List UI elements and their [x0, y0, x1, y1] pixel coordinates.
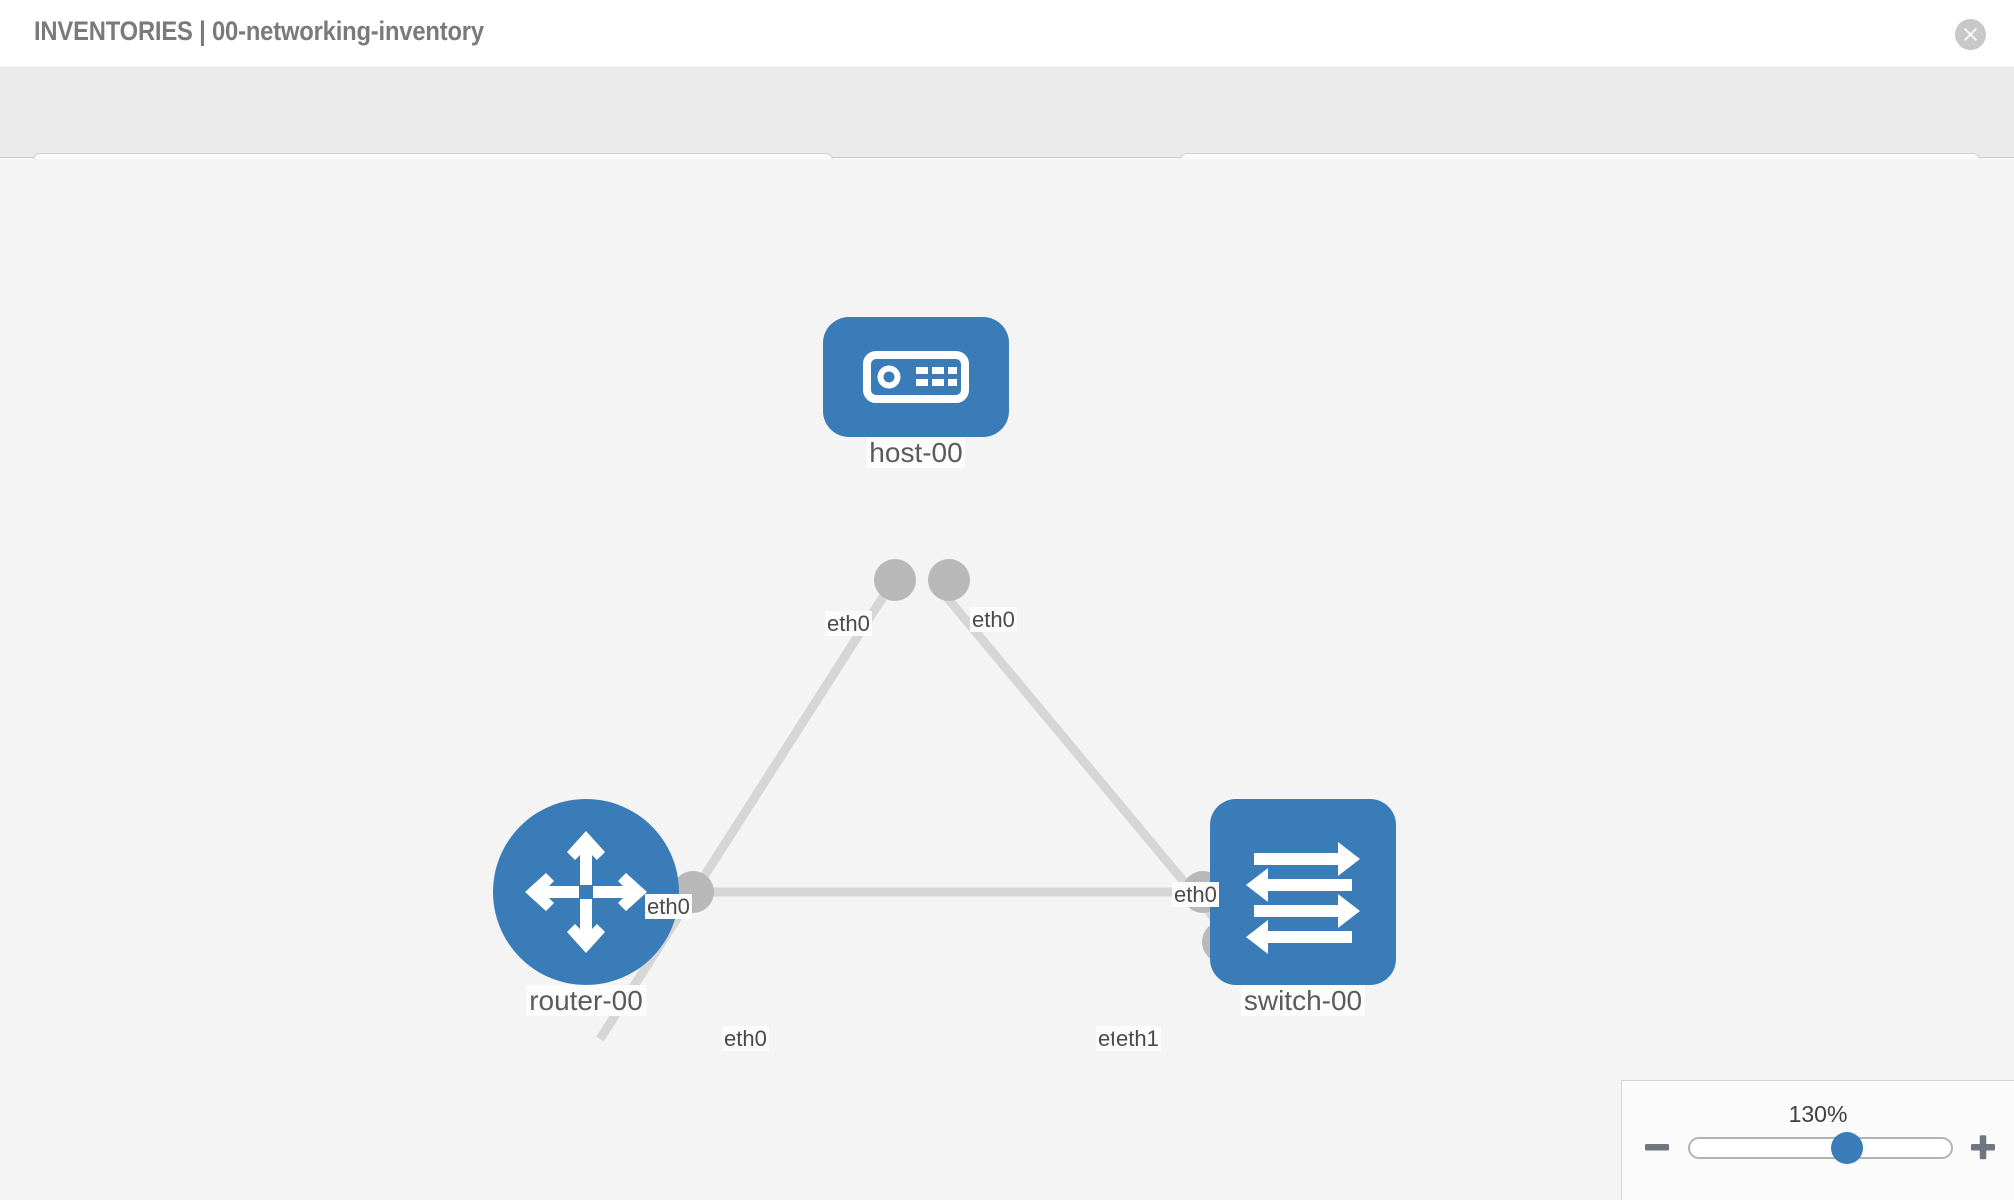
node-switch-00-label: switch-00	[1240, 985, 1366, 1017]
edge-label-router-diag: eth0	[645, 894, 692, 920]
node-router-00-label: router-00	[526, 985, 646, 1017]
zoom-out-button[interactable]	[1642, 1132, 1672, 1162]
node-router-00-shape	[493, 799, 679, 985]
edge-host-router	[596, 586, 892, 1042]
zoom-slider-thumb[interactable]	[1830, 1132, 1863, 1164]
toolbar: ACTIONS SEARCH	[0, 68, 2014, 208]
port-host-right[interactable]	[928, 559, 970, 601]
topology-edges	[596, 586, 1244, 1042]
minus-icon	[1645, 1144, 1669, 1151]
edge-label-router-horiz: eth0	[722, 1026, 769, 1052]
port-host-left[interactable]	[874, 559, 916, 601]
edge-label-switch-horiz: eth1	[1114, 1026, 1161, 1052]
node-switch-00[interactable]: switch-00	[1210, 799, 1396, 1017]
node-host-00-label: host-00	[866, 437, 966, 469]
topology-canvas[interactable]: host-00 router-00	[0, 159, 2014, 1200]
node-router-00[interactable]: router-00	[493, 799, 679, 1017]
plus-icon	[1971, 1135, 1995, 1160]
zoom-control-panel: 130%	[1621, 1080, 2014, 1200]
node-switch-00-shape	[1210, 799, 1396, 985]
edge-label-switch-diag: eth0	[1172, 882, 1219, 908]
node-host-00-shape	[823, 317, 1009, 437]
zoom-in-button[interactable]	[1968, 1132, 1998, 1162]
node-host-00[interactable]: host-00	[823, 317, 1009, 469]
edge-label-host-left: eth0	[825, 611, 872, 637]
switch-icon	[1246, 842, 1360, 954]
zoom-percent-label: 130%	[1788, 1101, 1848, 1127]
page-title: INVENTORIES | 00-networking-inventory	[34, 16, 484, 46]
page-header: INVENTORIES | 00-networking-inventory	[0, 0, 2014, 68]
server-icon	[863, 351, 969, 403]
edge-label-host-right: eth0	[970, 607, 1017, 633]
close-icon-glyph	[1964, 28, 1977, 41]
zoom-slider-track[interactable]	[1688, 1132, 1953, 1164]
router-icon	[525, 831, 647, 953]
close-icon[interactable]	[1955, 19, 1986, 50]
